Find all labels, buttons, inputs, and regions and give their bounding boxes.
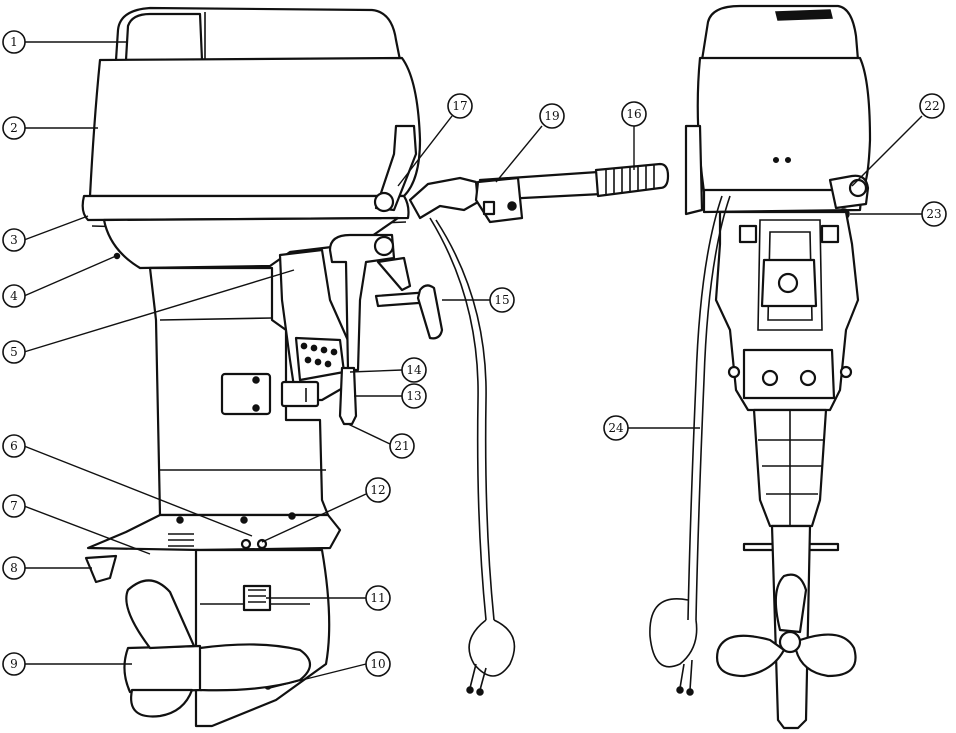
gearcase [194,548,331,728]
svg-text:21: 21 [394,439,409,453]
lanyard-loop-side [468,619,516,677]
cowl-handle [124,12,204,62]
rear-lower-band [702,188,864,214]
callout-10: 10 [365,651,391,677]
water-intake [242,584,272,612]
callout-2: 2 [2,116,26,140]
rear-propeller-blade-top [774,573,808,634]
throttle-arm [374,124,418,212]
svg-text:8: 8 [10,561,18,575]
callout-3: 3 [2,228,26,252]
tilt-rod-block [280,380,320,408]
lanyard-loop-rear [649,598,698,668]
svg-text:15: 15 [494,293,509,307]
callout-4: 4 [2,284,26,308]
rear-cowling [696,56,872,194]
lanyard-cord-rear [687,195,723,621]
propeller-blade-lower [130,688,194,718]
svg-text:5: 5 [10,345,18,359]
svg-text:7: 7 [10,499,18,513]
rear-tiller-stub [684,124,704,216]
svg-text:13: 13 [406,389,421,403]
propeller-hub [123,644,204,694]
tiller-bracket [408,176,480,220]
callout-8: 8 [2,556,26,580]
engine-cowling [88,56,422,198]
svg-text:3: 3 [10,233,18,247]
callout-6: 6 [2,434,26,458]
svg-text:24: 24 [608,421,624,435]
callout-17: 17 [447,93,473,119]
svg-text:17: 17 [452,99,467,113]
svg-text:1: 1 [10,35,18,49]
callout-16: 16 [621,101,647,127]
stop-switch [474,176,524,224]
rear-clamp-plate [742,348,836,400]
svg-text:16: 16 [626,107,641,121]
svg-text:4: 4 [10,289,18,303]
callout-21: 21 [389,433,415,459]
trim-rod [338,366,358,426]
rear-propeller-hub [778,630,802,654]
throttle-pivot [373,191,395,213]
tilt-lock-knob [416,284,444,340]
clamp-screw-handle [376,256,412,292]
lanyard-cord-side [429,217,487,621]
rear-view [649,4,872,730]
svg-text:2: 2 [10,121,18,135]
callout-5: 5 [2,340,26,364]
callout-23: 23 [921,201,947,227]
rear-propeller-blade-right [794,633,857,678]
rear-top-cowl [700,4,860,62]
callout-9: 9 [2,652,26,676]
propeller-shaft-housing [198,643,312,692]
callout-15: 15 [489,287,515,313]
lower-cowling-band [81,194,410,222]
callout-7: 7 [2,494,26,518]
svg-text:10: 10 [370,657,385,671]
side-view [81,6,670,728]
callout-1: 1 [2,30,26,54]
callout-11: 11 [365,585,391,611]
callout-13: 13 [401,383,427,409]
callout-24: 24 [603,415,629,441]
callout-22: 22 [919,93,945,119]
svg-text:6: 6 [10,439,18,453]
callouts: 1 2 3 4 5 6 7 8 9 10 11 12 13 14 15 16 1… [2,30,947,677]
callout-14: 14 [401,357,427,383]
propeller-blade-upper [125,579,196,650]
rear-propeller-blade-left [715,634,786,678]
svg-text:22: 22 [924,99,939,113]
callout-12: 12 [365,477,391,503]
svg-text:11: 11 [370,591,385,605]
svg-text:12: 12 [370,483,385,497]
leader-lines [23,41,923,689]
svg-text:23: 23 [926,207,941,221]
svg-text:19: 19 [544,109,559,123]
callout-19: 19 [539,103,565,129]
svg-text:14: 14 [406,363,422,377]
bracket-plate [220,372,272,416]
trim-tab [84,554,118,584]
svg-text:9: 9 [10,657,18,671]
